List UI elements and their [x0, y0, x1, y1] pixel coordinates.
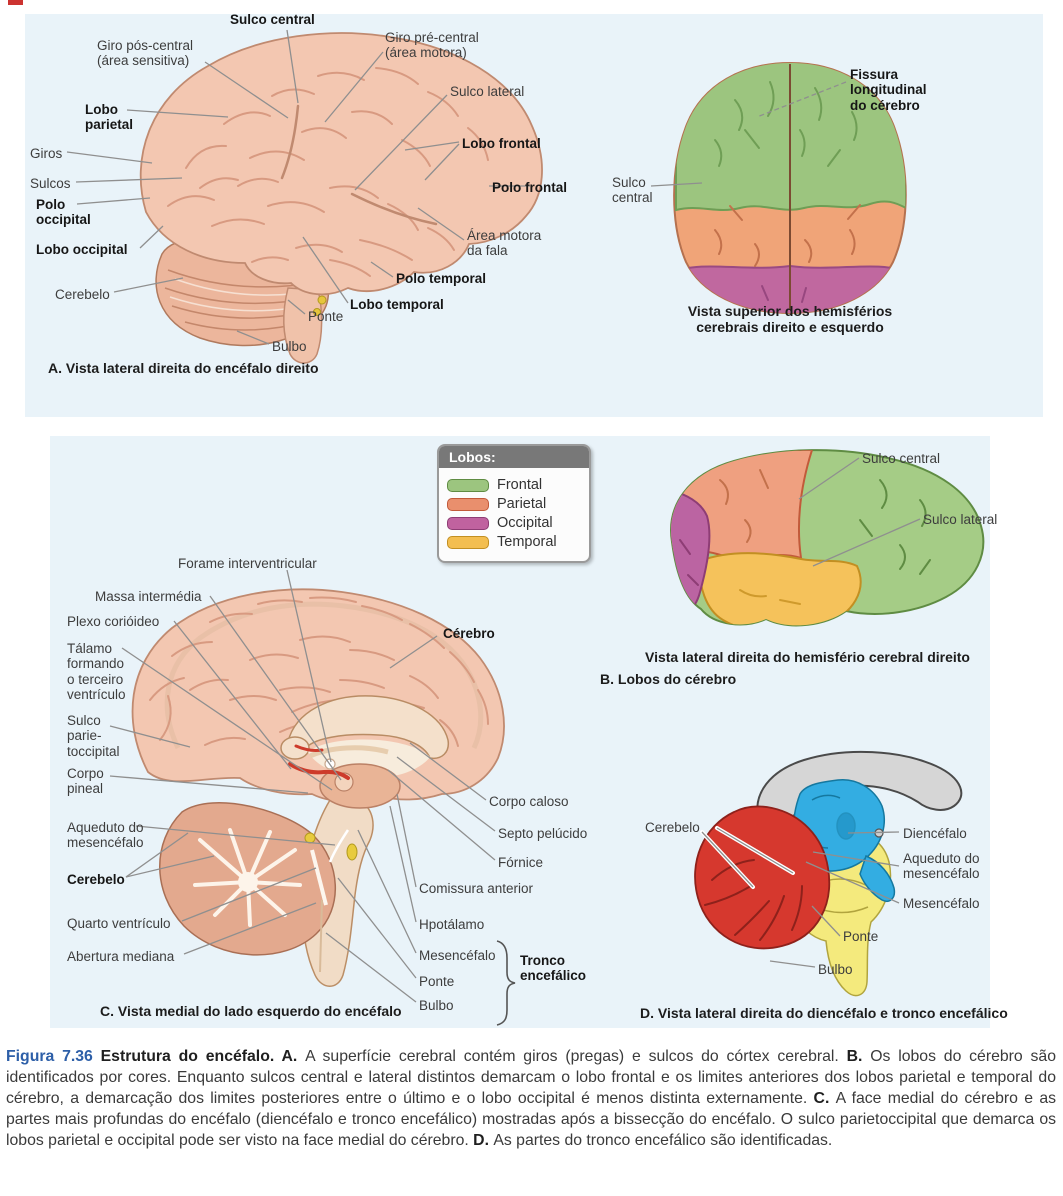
- label-septo-pelucido: Septo pelúcido: [498, 826, 588, 841]
- label-plexo-corioideo: Plexo corióideo: [67, 614, 160, 629]
- label-aqueduto-mesencefalo: Aqueduto do mesencéfalo: [67, 820, 144, 851]
- caption-segment: Figura 7.36: [6, 1048, 101, 1065]
- caption-segment: C.: [813, 1090, 836, 1107]
- legend-item-frontal: Frontal: [447, 477, 581, 493]
- panel-b-caption: B. Lobos do cérebro: [600, 671, 737, 687]
- label-area-motora-fala: Área motora da fala: [467, 228, 542, 259]
- label-cerebro: Cérebro: [443, 626, 495, 641]
- label-mesencefalo-d: Mesencéfalo: [903, 896, 980, 911]
- label-sulcos: Sulcos: [30, 176, 71, 191]
- label-massa-intermedia: Massa intermédia: [95, 589, 202, 604]
- label-ponte: Ponte: [308, 309, 344, 324]
- label-fissura-longitudinal: Fissura longitudinal do cérebro: [850, 67, 927, 113]
- label-corpo-pineal: Corpo pineal: [67, 766, 104, 797]
- label-mesencefalo-c: Mesencéfalo: [419, 948, 496, 963]
- label-aqueduto-d: Aqueduto do mesencéfalo: [903, 851, 980, 882]
- panel-c-caption: C. Vista medial do lado esquerdo do encé…: [100, 1003, 402, 1019]
- figure-caption: Figura 7.36 Estrutura do encéfalo. A. A …: [6, 1046, 1056, 1151]
- label-giro-pre-central: Giro pré-central (área motora): [385, 30, 479, 61]
- brain-medial-illustration: [131, 588, 505, 987]
- swatch-parietal: [447, 497, 489, 511]
- superior-view-caption: Vista superior dos hemisférios cerebrais…: [687, 303, 893, 335]
- label-polo-occipital: Polo occipital: [36, 197, 91, 228]
- tronco-encefalico-brace: [496, 940, 516, 1026]
- swatch-frontal: [447, 478, 489, 492]
- panel-d-caption: D. Vista lateral direita do diencéfalo e…: [640, 1005, 1008, 1021]
- label-lobo-frontal: Lobo frontal: [462, 136, 541, 151]
- label-sulco-parietoccipital: Sulco parie- toccipital: [67, 713, 120, 759]
- label-abertura-mediana: Abertura mediana: [67, 949, 175, 964]
- legend-item-temporal: Temporal: [447, 534, 581, 550]
- legend-label: Temporal: [497, 534, 557, 550]
- caption-segment: B.: [846, 1048, 871, 1065]
- legend-label: Occipital: [497, 515, 553, 531]
- legend-item-parietal: Parietal: [447, 496, 581, 512]
- label-fornice: Fórnice: [498, 855, 544, 870]
- label-giro-pos-central: Giro pós-central (área sensitiva): [97, 38, 194, 69]
- legend-title: Lobos:: [439, 446, 589, 468]
- label-hpotalamo: Hpotálamo: [419, 917, 485, 932]
- legend-item-occipital: Occipital: [447, 515, 581, 531]
- swatch-temporal: [447, 535, 489, 549]
- label-quarto-ventriculo: Quarto ventrículo: [67, 916, 171, 931]
- label-lobo-occipital: Lobo occipital: [36, 242, 128, 257]
- swatch-occipital: [447, 516, 489, 530]
- panel-b-view-caption: Vista lateral direita do hemisfério cere…: [645, 649, 970, 665]
- brainstem-illustration: [694, 750, 963, 997]
- caption-segment: A face medial do cérebro e as partes mai…: [6, 1090, 1057, 1149]
- label-lobo-temporal: Lobo temporal: [350, 297, 444, 312]
- label-comissura-anterior: Comissura anterior: [419, 881, 534, 896]
- crop-artifact: [8, 0, 23, 5]
- label-corpo-caloso: Corpo caloso: [489, 794, 569, 809]
- label-tronco-encefalico: Tronco encefálico: [520, 953, 587, 984]
- brain-lateral-illustration: [139, 32, 543, 364]
- label-giros: Giros: [30, 146, 63, 161]
- label-bulbo-c: Bulbo: [419, 998, 454, 1013]
- label-bulbo-d: Bulbo: [818, 962, 853, 977]
- label-sulco-lateral-b: Sulco lateral: [923, 512, 998, 527]
- caption-segment: D.: [473, 1132, 494, 1149]
- brain-lobes-illustration: [670, 449, 985, 627]
- caption-segment: Os lobos do cérebro são identificados po…: [6, 1048, 1056, 1107]
- panel-a-caption: A. Vista lateral direita do encéfalo dir…: [48, 360, 319, 376]
- label-lobo-parietal: Lobo parietal: [85, 102, 134, 133]
- leader-lines: [66, 29, 921, 1003]
- label-forame-interventricular: Forame interventricular: [178, 556, 317, 571]
- label-cerebelo-d: Cerebelo: [645, 820, 700, 835]
- label-sulco-lateral: Sulco lateral: [450, 84, 525, 99]
- label-polo-temporal: Polo temporal: [396, 271, 487, 286]
- legend-label: Frontal: [497, 477, 543, 493]
- caption-segment: Estrutura do encéfalo. A.: [100, 1048, 306, 1065]
- label-bulbo: Bulbo: [272, 339, 307, 354]
- legend-label: Parietal: [497, 496, 547, 512]
- label-ponte-d: Ponte: [843, 929, 879, 944]
- label-polo-frontal: Polo frontal: [492, 180, 567, 195]
- caption-segment: As partes do tronco encefálico são ident…: [493, 1132, 833, 1149]
- label-sulco-central-sup: Sulco central: [612, 175, 653, 206]
- label-diencefalo: Diencéfalo: [903, 826, 967, 841]
- label-ponte-c: Ponte: [419, 974, 455, 989]
- label-talamo: Tálamo formando o terceiro ventrículo: [67, 641, 126, 703]
- brain-superior-illustration: [673, 61, 907, 315]
- label-sulco-central: Sulco central: [230, 12, 315, 27]
- label-cerebelo-c: Cerebelo: [67, 872, 125, 887]
- label-cerebelo: Cerebelo: [55, 287, 110, 302]
- caption-segment: A superfície cerebral contém giros (preg…: [305, 1048, 847, 1065]
- label-sulco-central-b: Sulco central: [862, 451, 941, 466]
